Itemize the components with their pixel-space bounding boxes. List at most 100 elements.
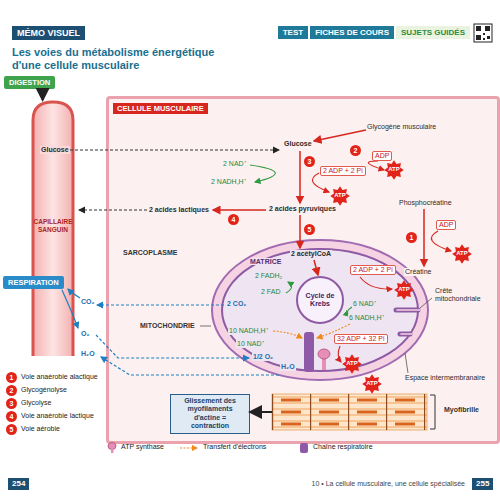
label: 2 acides lactiques [148,206,210,214]
mitochondrion-shape [396,310,418,334]
qr-code [474,24,492,42]
mitochondrion: MATRICEMITOCHONDRIECycle de Krebs [210,238,430,382]
atp-label: ATP [398,286,410,293]
callout-number: 4 [6,411,17,422]
atp-label: ATP [456,250,468,257]
label: Glucose [40,146,70,154]
myofibril-drawing [430,395,435,429]
label: 2 acétylCoA [290,250,332,258]
label: 2 NADH,H⁺ [210,178,247,186]
node-text: CAPILLAIRE SANGUIN [30,218,76,234]
legend-sample [108,443,308,454]
node-text: Cycle de Krebs [300,292,340,308]
label: 10 • La cellule musculaire, une cellule … [311,480,466,488]
myofibril-drawing [272,394,427,430]
node-text: Myofibrille [444,406,479,413]
digestion-box: DIGESTION [4,76,55,89]
label: Crête mitochondriale [434,287,492,304]
legend-text: Voie anaérobie lactique [20,412,95,420]
label: ADP [372,151,392,161]
legend-text: Chaîne respiratoire [312,443,374,451]
label: ADP [436,220,456,230]
label: Glucose [283,140,313,148]
callout-number: 5 [6,424,17,435]
qr-code [483,38,485,40]
callout-number: 2 [350,145,361,156]
legend-text: Voie aérobie [20,425,61,433]
nav-tab: FICHES DE COURS [310,26,394,39]
label: 1/2 O₂ [252,353,274,361]
atp-label: ATP [388,166,400,173]
legend-text: ATP synthase [120,443,165,451]
label: Espace intermembranaire [404,374,486,382]
krebs-circle: Cycle de Krebs [296,276,344,324]
node-text: MATRICE [250,258,281,265]
label: 32 ADP + 32 Pi [334,334,388,344]
header-box: MÉMO VISUEL [12,26,85,40]
node-text: CELLULE MUSCULAIRE [113,103,208,114]
page-number: 255 [472,478,493,490]
label: 2 FADH₂ [254,272,283,280]
callout-number: 4 [228,214,239,225]
node-text: DIGESTION [9,78,50,87]
node-text: SUJETS GUIDÉS [401,28,465,37]
mitochondrion-shape [222,249,418,371]
label: H₂O [80,350,96,358]
page-number: 254 [8,478,29,490]
label: 10 NAD⁺ [236,340,265,348]
callout-number: 2 [6,385,17,396]
legend-text: Glycogénolyse [20,386,68,394]
qr-code [485,26,490,31]
qr-code [483,33,485,35]
callout-number: 1 [406,232,417,243]
label: 2 CO₂ [226,300,247,308]
label: 2 ADP + 2 Pi [350,265,396,275]
legend-text: Voie anaérobie alactique [20,373,99,381]
label: Créatine [404,268,432,276]
label: 2 FAD [260,288,281,296]
atp-label: ATP [334,192,346,199]
node-text: MITOCHONDRIE [140,322,195,329]
qr-code [476,26,481,31]
label: Phosphocréatine [398,199,453,207]
node-text: FICHES DE COURS [315,28,389,37]
node-text: Glissement des myofilaments d'actine = c… [174,397,246,431]
label: CO₂ [80,298,96,306]
node-text: TEST [283,28,303,37]
qr-code [474,24,492,42]
legend-sample [300,443,308,453]
node-text: RESPIRATION [8,278,59,287]
legend-text: Transfert d'électrons [202,443,267,451]
atp-label: ATP [346,360,358,367]
legend-sample [111,448,114,453]
myofibril: Myofibrille [272,394,437,430]
label: 6 NADH,H⁺ [348,314,385,322]
mitochondrion-shape [397,310,420,334]
label: O₂ [80,330,91,338]
label: 6 NAD⁺ [352,300,377,308]
callout-number: 1 [6,372,17,383]
atp-label: ATP [366,380,378,387]
legend-sample [180,447,197,448]
callout-number: 3 [6,398,17,409]
label: 2 NAD⁺ [222,160,247,168]
legend-text: Glycolyse [20,399,52,407]
label: 10 NADH,H⁺ [228,327,269,335]
label: 2 ADP + 2 Pi [320,166,366,176]
result-box: Glissement des myofilaments d'actine = c… [170,394,250,434]
diagram-title: Les voies du métabolisme énergétique d'u… [12,46,244,72]
node-text: SARCOPLASME [123,249,177,256]
label: 2 acides pyruviques [268,205,337,213]
myofibril-drawing [272,394,437,430]
label: H₂O [280,363,296,371]
qr-code [487,36,490,39]
qr-code [476,35,481,40]
capillary-band: CAPILLAIRE SANGUIN [30,100,76,356]
callout-number: 3 [304,156,315,167]
nav-tab: SUJETS GUIDÉS [396,26,470,39]
nav-tab: TEST [278,26,308,39]
label: Glycogène musculaire [366,123,437,131]
mitochondrion-shape [212,240,428,380]
connector-arrow [42,89,44,100]
node-text: MÉMO VISUEL [17,28,80,38]
